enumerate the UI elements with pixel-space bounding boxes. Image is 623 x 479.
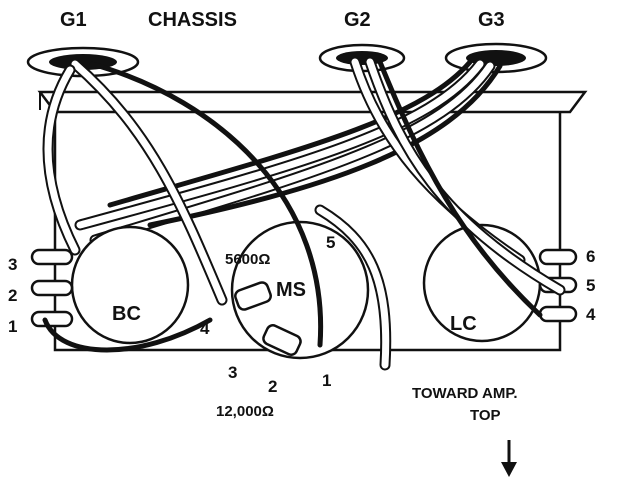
arrow-down-icon	[501, 440, 517, 477]
lc-pin-5: 5	[586, 276, 595, 295]
label-g1: G1	[60, 9, 87, 31]
wire-bundle	[74, 58, 503, 246]
label-toward-amp: TOWARD AMP.	[412, 385, 518, 402]
label-ms: MS	[276, 279, 306, 301]
lc-pin-6: 6	[586, 247, 595, 266]
ms-pin-1: 1	[322, 371, 331, 390]
wire-bc-loop	[42, 317, 213, 353]
label-g2: G2	[344, 9, 371, 31]
ms-pin-4: 4	[200, 319, 210, 338]
wires-g1	[42, 58, 324, 348]
lc-pin-4: 4	[586, 305, 596, 324]
socket-bc	[30, 225, 190, 345]
label-5600-ohm: 5600Ω	[225, 251, 270, 268]
bc-pin-3: 3	[8, 255, 17, 274]
bc-pin-1: 1	[8, 317, 17, 336]
ms-pin-3: 3	[228, 363, 237, 382]
ms-pin-2: 2	[268, 377, 277, 396]
label-g3: G3	[478, 9, 505, 31]
resistor-12000	[262, 324, 302, 356]
resistor-5600	[234, 281, 272, 311]
label-lc: LC	[450, 313, 477, 335]
label-chassis: CHASSIS	[148, 9, 237, 31]
label-top: TOP	[470, 407, 501, 424]
label-bc: BC	[112, 303, 141, 325]
label-12000-ohm: 12,000Ω	[216, 403, 274, 420]
wires-g2	[349, 56, 566, 318]
bc-pin-2: 2	[8, 286, 17, 305]
ms-pin-5: 5	[326, 233, 335, 252]
socket-ms	[230, 220, 370, 360]
